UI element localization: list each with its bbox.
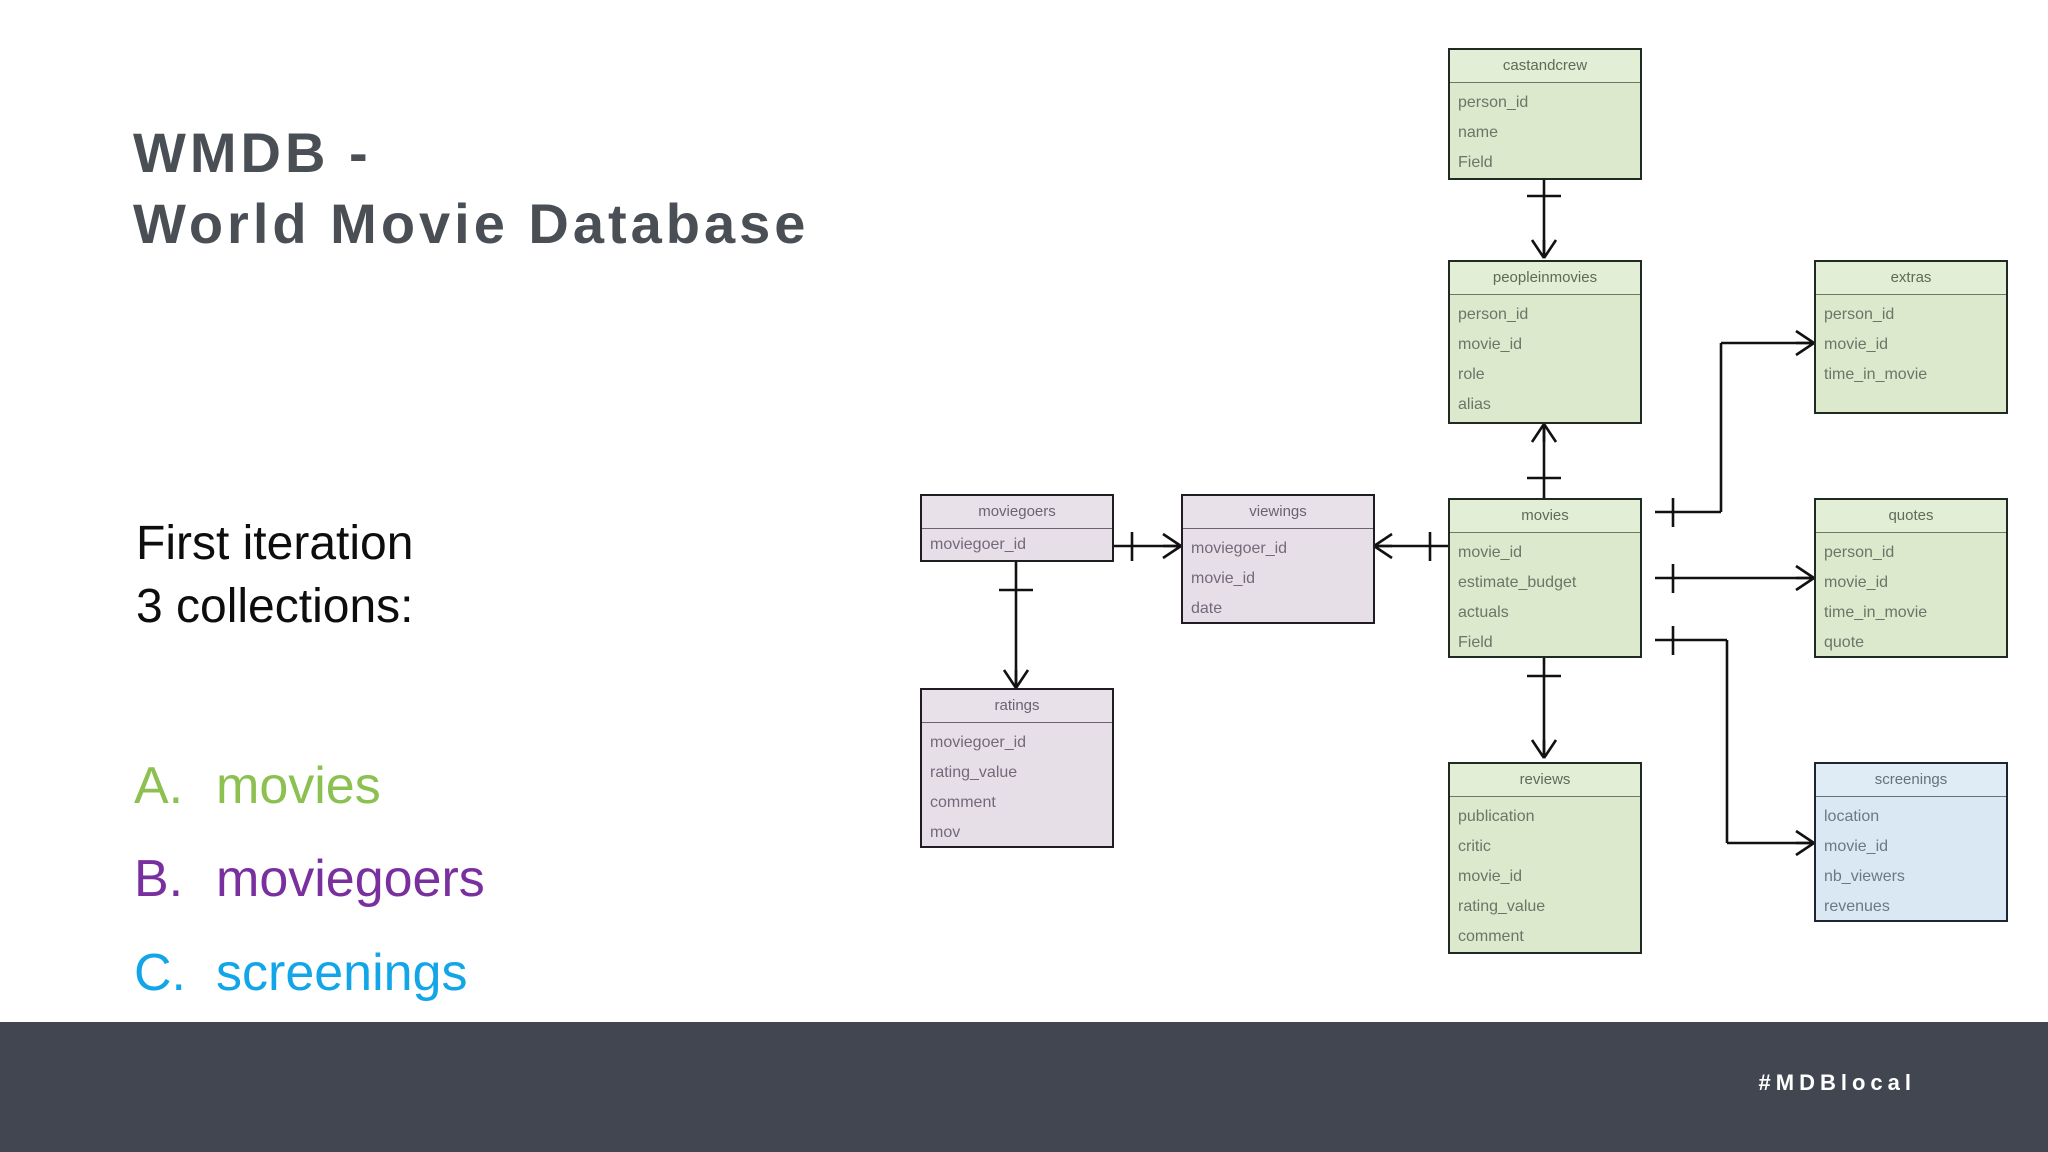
- entity-title-quotes: quotes: [1816, 500, 2006, 533]
- entity-title-ratings: ratings: [922, 690, 1112, 723]
- lead-line-2: 3 collections:: [136, 580, 414, 634]
- field-time-in-movie: time_in_movie: [1824, 366, 1928, 383]
- field-movie-id: movie_id: [1824, 838, 1889, 855]
- entity-castandcrew[interactable]: castandcrew person_id name Field: [1448, 48, 1642, 180]
- field-comment: comment: [1458, 928, 1524, 945]
- field-person-id: person_id: [1824, 306, 1895, 323]
- field-moviegoer-id: moviegoer_id: [930, 536, 1027, 553]
- page-title: WMDB - World Movie Database: [133, 118, 1083, 259]
- entity-title-peopleinmovies: peopleinmovies: [1450, 262, 1640, 295]
- lead-line-1: First iteration: [136, 517, 414, 570]
- page-title-line-2: World Movie Database: [133, 191, 810, 255]
- field-person-id: person_id: [1458, 94, 1529, 111]
- field-movie-id: movie_id: [1824, 574, 1889, 591]
- footer-bar: #MDBlocal: [0, 1022, 2048, 1152]
- list-item-movies: A. movies: [134, 755, 754, 818]
- entity-title-moviegoers: moviegoers: [922, 496, 1112, 529]
- entity-fields-reviews: publication critic movie_id rating_value…: [1450, 797, 1640, 958]
- field-date: date: [1191, 600, 1223, 617]
- field-rating-value: rating_value: [930, 764, 1018, 781]
- list-item-moviegoers: B. moviegoers: [134, 848, 754, 911]
- field-publication: publication: [1458, 808, 1535, 825]
- field-estimate-budget: estimate_budget: [1458, 574, 1577, 591]
- entity-fields-peopleinmovies: person_id movie_id role alias: [1450, 295, 1640, 426]
- field-mov: mov: [930, 824, 961, 841]
- entity-title-movies: movies: [1450, 500, 1640, 533]
- entity-fields-extras: person_id movie_id time_in_movie: [1816, 295, 2006, 396]
- field-name: name: [1458, 124, 1499, 141]
- collections-list: A. movies B. moviegoers C. screenings: [134, 755, 754, 1035]
- list-marker-c: C.: [134, 943, 186, 1002]
- field-movie-id: movie_id: [1458, 544, 1523, 561]
- entity-title-extras: extras: [1816, 262, 2006, 295]
- field-actuals: actuals: [1458, 604, 1509, 621]
- field-movie-id: movie_id: [1824, 336, 1889, 353]
- field-role: role: [1458, 366, 1485, 383]
- entity-title-screenings: screenings: [1816, 764, 2006, 797]
- page-title-line-1: WMDB -: [133, 121, 372, 184]
- entity-title-castandcrew: castandcrew: [1450, 50, 1640, 83]
- field-revenues: revenues: [1824, 898, 1890, 915]
- field-person-id: person_id: [1458, 306, 1529, 323]
- lead-text: First iteration 3 collections:: [136, 512, 696, 639]
- entity-peopleinmovies[interactable]: peopleinmovies person_id movie_id role a…: [1448, 260, 1642, 424]
- field-rating-value: rating_value: [1458, 898, 1546, 915]
- er-connectors: [999, 180, 1815, 857]
- list-label-movies: movies: [216, 757, 381, 815]
- list-label-moviegoers: moviegoers: [216, 850, 485, 909]
- entity-screenings[interactable]: screenings location movie_id nb_viewers …: [1814, 762, 2008, 922]
- field-location: location: [1824, 808, 1880, 825]
- entity-fields-viewings: moviegoer_id movie_id date: [1183, 529, 1373, 630]
- field-field: Field: [1458, 634, 1493, 651]
- entity-moviegoers[interactable]: moviegoers moviegoer_id: [920, 494, 1114, 562]
- field-time-in-movie: time_in_movie: [1824, 604, 1928, 621]
- entity-fields-quotes: person_id movie_id time_in_movie quote: [1816, 533, 2006, 664]
- field-moviegoer-id: moviegoer_id: [930, 734, 1027, 751]
- entity-quotes[interactable]: quotes person_id movie_id time_in_movie …: [1814, 498, 2008, 658]
- entity-fields-castandcrew: person_id name Field: [1450, 83, 1640, 184]
- field-movie-id: movie_id: [1458, 336, 1523, 353]
- field-alias: alias: [1458, 396, 1491, 413]
- entity-reviews[interactable]: reviews publication critic movie_id rati…: [1448, 762, 1642, 954]
- entity-extras[interactable]: extras person_id movie_id time_in_movie: [1814, 260, 2008, 414]
- field-critic: critic: [1458, 838, 1491, 855]
- list-marker-a: A.: [134, 757, 184, 815]
- entity-title-reviews: reviews: [1450, 764, 1640, 797]
- list-marker-b: B.: [134, 850, 184, 909]
- entity-fields-ratings: moviegoer_id rating_value comment mov: [922, 723, 1112, 854]
- field-moviegoer-id: moviegoer_id: [1191, 540, 1288, 557]
- field-quote: quote: [1824, 634, 1865, 651]
- field-movie-id: movie_id: [1191, 570, 1256, 587]
- list-label-screenings: screenings: [216, 943, 468, 1002]
- field-movie-id: movie_id: [1458, 868, 1523, 885]
- field-comment: comment: [930, 794, 996, 811]
- entity-fields-moviegoers: moviegoer_id: [922, 529, 1112, 561]
- field-person-id: person_id: [1824, 544, 1895, 561]
- field-field: Field: [1458, 154, 1493, 171]
- field-nb-viewers: nb_viewers: [1824, 868, 1905, 885]
- footer-hashtag: #MDBlocal: [1758, 1070, 1916, 1095]
- entity-movies[interactable]: movies movie_id estimate_budget actuals …: [1448, 498, 1642, 658]
- er-diagram: castandcrew person_id name Field peoplei…: [920, 48, 2008, 954]
- entity-fields-screenings: location movie_id nb_viewers revenues: [1816, 797, 2006, 928]
- entity-ratings[interactable]: ratings moviegoer_id rating_value commen…: [920, 688, 1114, 848]
- entity-fields-movies: movie_id estimate_budget actuals Field: [1450, 533, 1640, 664]
- entity-viewings[interactable]: viewings moviegoer_id movie_id date: [1181, 494, 1375, 624]
- list-item-screenings: C. screenings: [134, 942, 754, 1005]
- entity-title-viewings: viewings: [1183, 496, 1373, 529]
